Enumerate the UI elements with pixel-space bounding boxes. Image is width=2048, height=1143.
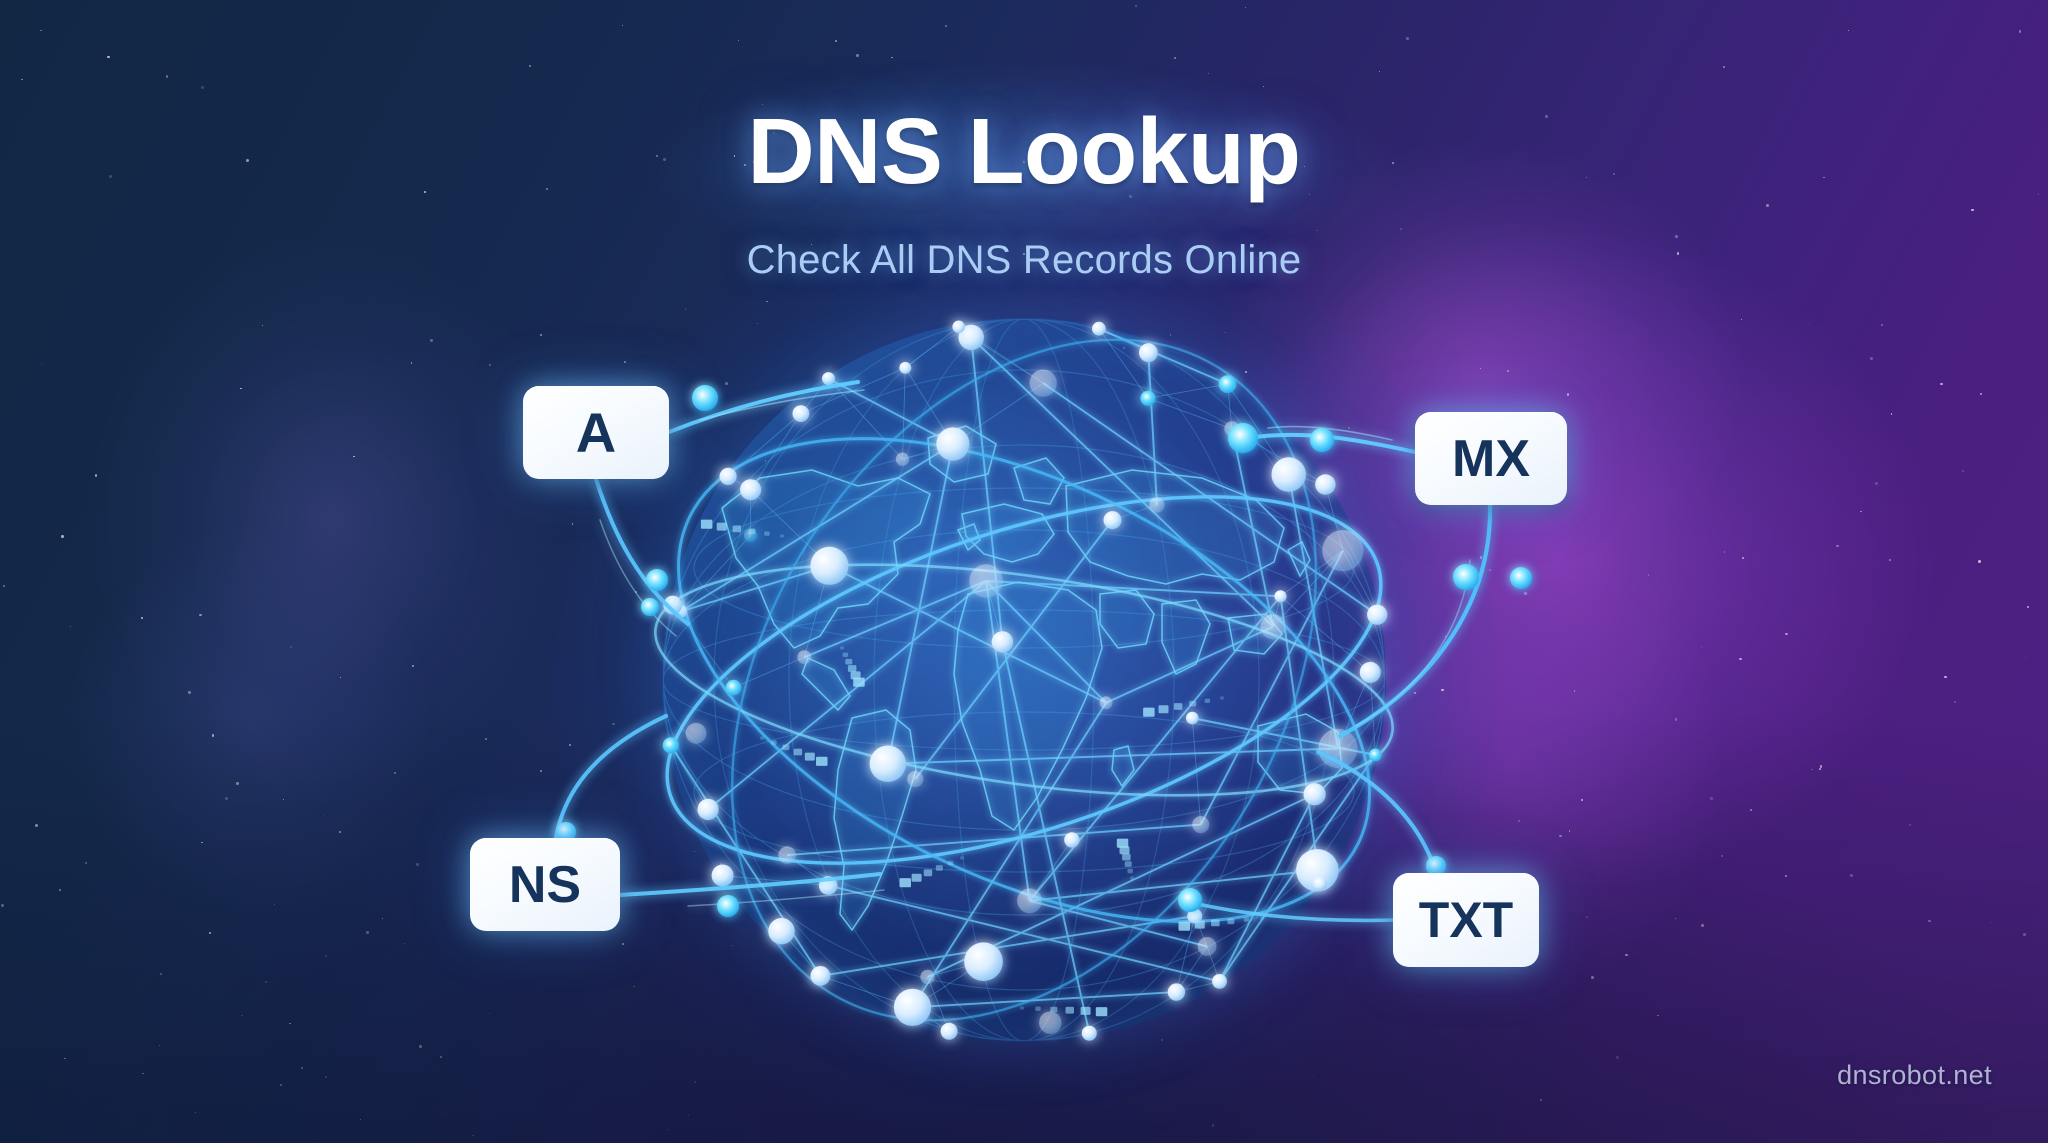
page-title: DNS Lookup xyxy=(747,99,1301,203)
network-globe-graphic xyxy=(552,208,1496,1143)
page-subtitle: Check All DNS Records Online xyxy=(746,238,1302,282)
record-badge-ns[interactable]: NS xyxy=(470,838,620,931)
globe-wireframe-svg xyxy=(654,319,1394,1041)
record-badge-a[interactable]: A xyxy=(523,386,669,479)
site-watermark: dnsrobot.net xyxy=(1837,1060,1992,1090)
record-badge-txt[interactable]: TXT xyxy=(1393,873,1539,967)
record-badge-mx[interactable]: MX xyxy=(1415,412,1567,505)
